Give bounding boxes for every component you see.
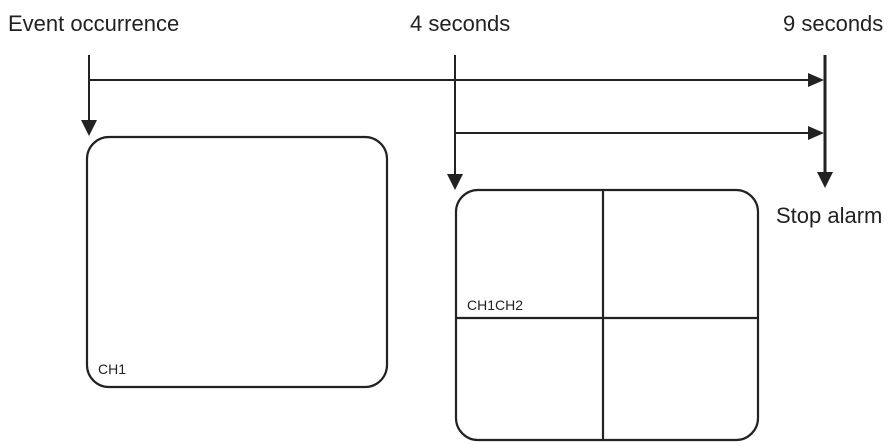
nine-seconds-label: 9 seconds — [783, 11, 883, 36]
stop-alarm-label: Stop alarm — [776, 203, 882, 228]
event-timeline-arrowhead — [808, 73, 824, 87]
single-channel-screen — [85, 135, 389, 389]
event-occurrence-label: Event occurrence — [8, 11, 179, 36]
stop-alarm-arrowhead — [817, 172, 833, 188]
event-drop-arrowhead — [81, 120, 97, 136]
four-seconds-timeline-arrowhead — [808, 126, 824, 140]
four-seconds-drop-arrowhead — [447, 174, 463, 190]
quad-split-screen — [454, 188, 760, 442]
four-seconds-label: 4 seconds — [410, 11, 510, 36]
single-screen-channel-label: CH1 — [98, 361, 126, 377]
quad-screen-channel-label: CH1CH2 — [467, 297, 523, 313]
